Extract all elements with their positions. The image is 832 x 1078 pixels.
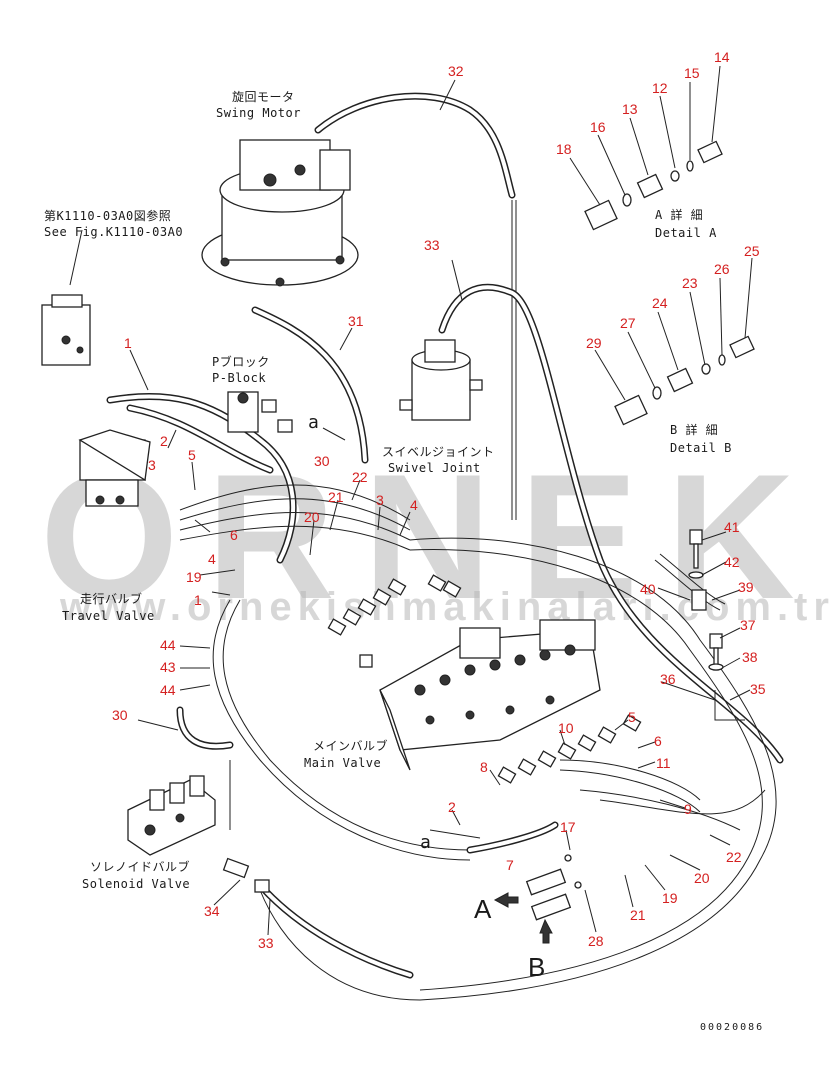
callout-35: 35 (750, 681, 766, 697)
p-block-label-en: P-Block (212, 371, 266, 385)
swivel-joint-label-en: Swivel Joint (388, 461, 481, 475)
swing-motor-label-jp: 旋回モータ (232, 90, 295, 104)
callout-44-top: 44 (160, 637, 176, 653)
swing-motor-label-en: Swing Motor (216, 106, 301, 120)
callout-42: 42 (724, 554, 740, 570)
callout-21-right: 21 (630, 907, 646, 923)
callout-7: 7 (506, 857, 514, 873)
p-block-label-jp: Pブロック (212, 354, 270, 369)
callout-40: 40 (640, 581, 656, 597)
detail-a-label-en: Detail A (655, 226, 717, 240)
view-marker-B: B (528, 952, 545, 982)
detail-b-label-en: Detail B (670, 441, 732, 455)
callout-2-top: 2 (160, 433, 168, 449)
solenoid-valve-body (127, 775, 216, 856)
detail-a-parts (584, 140, 723, 231)
leader-lines (69, 65, 753, 936)
callout-43: 43 (160, 659, 176, 675)
swivel-joint-body (399, 339, 483, 421)
callout-2-bottom: 2 (448, 799, 456, 815)
callout-1-top: 1 (124, 335, 132, 351)
main-valve-fittings (327, 574, 642, 784)
callout-44-bottom: 44 (160, 682, 176, 698)
detail-a-label-jp: A 詳 細 (655, 207, 703, 222)
swivel-joint-label-jp: スイベルジョイント (382, 445, 495, 459)
solenoid-valve-label-en: Solenoid Valve (82, 877, 190, 891)
callout-41: 41 (724, 519, 740, 535)
callout-25: 25 (744, 243, 760, 259)
bottom-fittings (493, 854, 582, 944)
callout-14: 14 (714, 49, 730, 65)
callout-19-right: 19 (662, 890, 678, 906)
callout-24: 24 (652, 295, 668, 311)
callout-37: 37 (740, 617, 756, 633)
detail-b-parts (614, 335, 755, 426)
callout-4-mid: 4 (410, 497, 418, 513)
swing-motor (201, 139, 359, 287)
callout-3-left: 3 (148, 457, 156, 473)
component-labels: 旋回モータ Swing Motor 第K1110-03A0図参照 See Fig… (44, 90, 764, 1033)
callout-33-bottom: 33 (258, 935, 274, 951)
callout-8: 8 (480, 759, 488, 775)
see-fig-label-en: See Fig.K1110-03A0 (44, 225, 183, 239)
callout-11: 11 (656, 755, 671, 771)
callout-17: 17 (560, 819, 576, 835)
callout-30-left: 30 (112, 707, 128, 723)
travel-valve-label-jp: 走行バルブ (80, 591, 143, 606)
callout-31: 31 (348, 313, 364, 329)
callout-34: 34 (204, 903, 220, 919)
callout-30-top: 30 (314, 453, 330, 469)
callout-22-right: 22 (726, 849, 742, 865)
callout-26: 26 (714, 261, 730, 277)
travel-valve-label-en: Travel Valve (62, 609, 155, 623)
callout-23: 23 (682, 275, 698, 291)
callout-18: 18 (556, 141, 572, 157)
watermark-text: ORNEK (40, 437, 823, 636)
callout-5-right: 5 (628, 709, 636, 725)
callout-32: 32 (448, 63, 464, 79)
callout-16: 16 (590, 119, 606, 135)
callout-12: 12 (652, 80, 668, 96)
detail-b-label-jp: B 詳 細 (670, 422, 718, 437)
see-fig-label-jp: 第K1110-03A0図参照 (44, 208, 171, 223)
callout-27: 27 (620, 315, 636, 331)
callout-33: 33 (424, 237, 440, 253)
drawing-code: 00020086 (700, 1022, 764, 1033)
callout-6-right: 6 (654, 733, 662, 749)
pilot-reference-part (41, 294, 91, 366)
callout-21-top: 21 (328, 489, 344, 505)
callout-9: 9 (684, 801, 692, 817)
view-marker-A: A (474, 894, 492, 924)
callout-5-left: 5 (188, 447, 196, 463)
callout-36: 36 (660, 671, 676, 687)
callout-10: 10 (558, 720, 574, 736)
fitting-34 (222, 857, 270, 893)
main-valve-body (379, 619, 601, 771)
callout-13: 13 (622, 101, 638, 117)
callout-15: 15 (684, 65, 700, 81)
view-marker-a-bottom: a (420, 832, 431, 853)
callout-39: 39 (738, 579, 754, 595)
travel-valve-body (78, 429, 151, 507)
callout-6-left: 6 (230, 527, 238, 543)
main-valve-label-jp: メインバルブ (313, 738, 388, 753)
callout-19-left: 19 (186, 569, 202, 585)
solenoid-valve-label-jp: ソレノイドバルブ (90, 859, 190, 874)
callout-29: 29 (586, 335, 602, 351)
callout-numbers: 32 14 15 12 13 16 18 33 25 26 23 24 27 2… (112, 49, 766, 951)
callout-4-left: 4 (208, 551, 216, 567)
hoses (106, 92, 784, 1001)
p-block-body (227, 391, 293, 433)
view-marker-a-top: a (308, 412, 319, 433)
main-valve-label-en: Main Valve (304, 756, 381, 770)
callout-28: 28 (588, 933, 604, 949)
callout-22-top: 22 (352, 469, 368, 485)
callout-20-top: 20 (304, 509, 320, 525)
callout-38: 38 (742, 649, 758, 665)
callout-20-right: 20 (694, 870, 710, 886)
callout-3-mid: 3 (376, 492, 384, 508)
callout-1-left: 1 (194, 592, 202, 608)
